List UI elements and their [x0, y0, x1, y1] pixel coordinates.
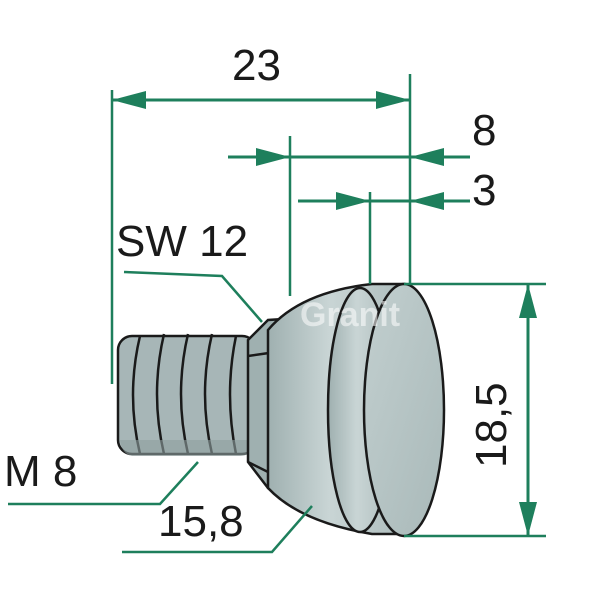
leader-wrench-size: SW 12 [116, 217, 263, 323]
head-diameter-label: 18,5 [467, 382, 516, 468]
dimension-head-diameter: 18,5 [404, 282, 546, 538]
bolt-head [266, 282, 446, 538]
head-thickness-label: 8 [472, 106, 496, 155]
leader-collar-diameter: 15,8 [122, 497, 313, 554]
leader-thread-size: M 8 [4, 447, 199, 506]
wrench-size-label: SW 12 [116, 217, 248, 266]
dimension-overall-length: 23 [110, 41, 412, 384]
dimension-collar-thickness: 3 [298, 166, 496, 284]
bolt-part: Granit [116, 282, 446, 538]
collar-thickness-label: 3 [472, 166, 496, 215]
dimension-head-thickness: 8 [228, 106, 496, 296]
thread-size-label: M 8 [4, 447, 77, 496]
thread-shank [116, 333, 258, 456]
collar-diameter-label: 15,8 [158, 497, 244, 546]
overall-length-label: 23 [232, 41, 281, 90]
watermark: Granit [300, 296, 400, 334]
